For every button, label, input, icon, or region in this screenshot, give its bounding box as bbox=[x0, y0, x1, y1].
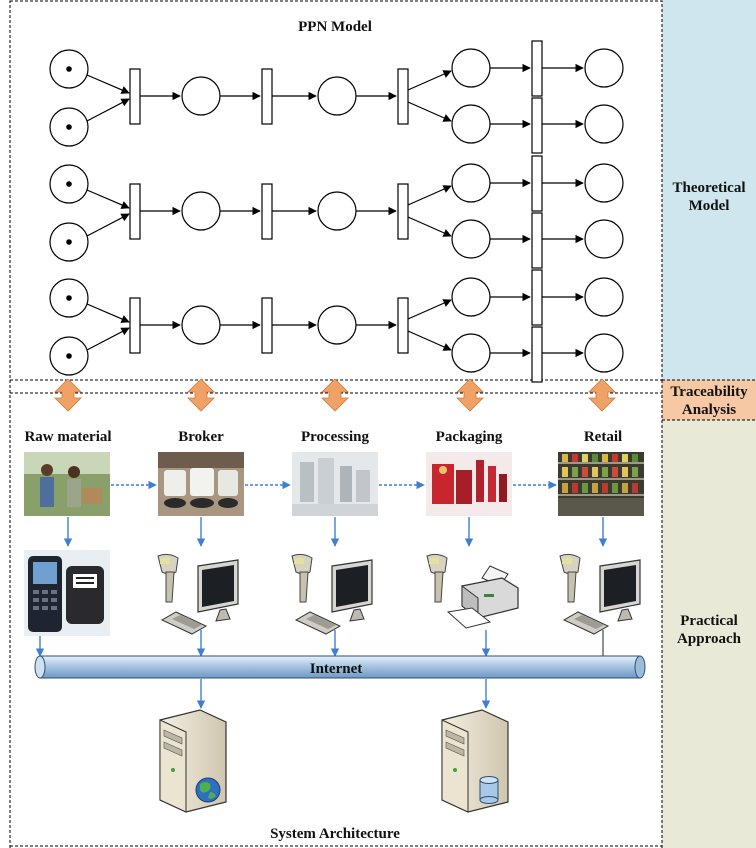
handheld-terminal-icon bbox=[24, 550, 110, 636]
stage-label-raw-material: Raw material bbox=[24, 429, 111, 445]
device-links bbox=[63, 517, 608, 547]
database-server-icon bbox=[441, 709, 509, 813]
theoretical-label-2: Model bbox=[689, 198, 730, 214]
system-architecture-title: System Architecture bbox=[270, 826, 400, 842]
practical-label-2: Approach bbox=[677, 631, 742, 647]
internet-pipe: Internet bbox=[34, 655, 646, 679]
retail-photo bbox=[558, 452, 644, 516]
traceability-label-1: Traceability bbox=[670, 384, 748, 400]
output-place bbox=[584, 48, 624, 88]
server-links bbox=[196, 679, 491, 709]
traceability-panel bbox=[662, 380, 756, 420]
transition bbox=[261, 68, 273, 125]
place bbox=[317, 76, 357, 116]
transition bbox=[531, 40, 543, 97]
internet-label: Internet bbox=[310, 661, 363, 677]
database-icon bbox=[479, 776, 499, 804]
scanner-computer-icon bbox=[559, 553, 641, 635]
dashed-frames bbox=[9, 0, 756, 848]
network-links bbox=[35, 630, 491, 657]
traceability-label-2: Analysis bbox=[682, 402, 736, 418]
stage-label-packaging: Packaging bbox=[436, 429, 503, 445]
stage-label-processing: Processing bbox=[301, 429, 370, 445]
packaging-photo bbox=[426, 452, 512, 516]
scanner-computer-icon bbox=[157, 553, 239, 635]
petri-net-row-2 bbox=[50, 156, 623, 268]
place bbox=[451, 48, 491, 88]
traceability-arrows bbox=[54, 378, 616, 412]
double-arrow-icon bbox=[54, 378, 82, 412]
transition bbox=[397, 68, 409, 125]
raw-material-photo bbox=[24, 452, 110, 516]
place bbox=[451, 104, 491, 144]
double-arrow-icon bbox=[187, 378, 215, 412]
double-arrow-icon bbox=[456, 378, 484, 412]
output-place bbox=[584, 104, 624, 144]
stage-label-broker: Broker bbox=[178, 429, 224, 445]
web-server-icon bbox=[159, 709, 227, 813]
token bbox=[66, 124, 72, 130]
scanner-printer-icon bbox=[426, 553, 519, 629]
double-arrow-icon bbox=[588, 378, 616, 412]
theoretical-label-1: Theoretical bbox=[672, 180, 745, 196]
token bbox=[66, 66, 72, 72]
petri-net-row-1 bbox=[49, 40, 624, 154]
practical-label-1: Practical bbox=[680, 613, 737, 629]
practical-panel bbox=[662, 420, 756, 848]
transition bbox=[531, 97, 543, 154]
processing-photo bbox=[292, 452, 378, 516]
petri-net-row-3 bbox=[50, 270, 623, 382]
scanner-computer-icon bbox=[291, 553, 373, 635]
place bbox=[181, 76, 221, 116]
stage-label-retail: Retail bbox=[584, 429, 622, 445]
transition bbox=[129, 68, 141, 125]
broker-photo bbox=[158, 452, 244, 516]
theoretical-panel bbox=[662, 0, 756, 380]
ppn-model-title: PPN Model bbox=[298, 19, 372, 35]
double-arrow-icon bbox=[321, 378, 349, 412]
